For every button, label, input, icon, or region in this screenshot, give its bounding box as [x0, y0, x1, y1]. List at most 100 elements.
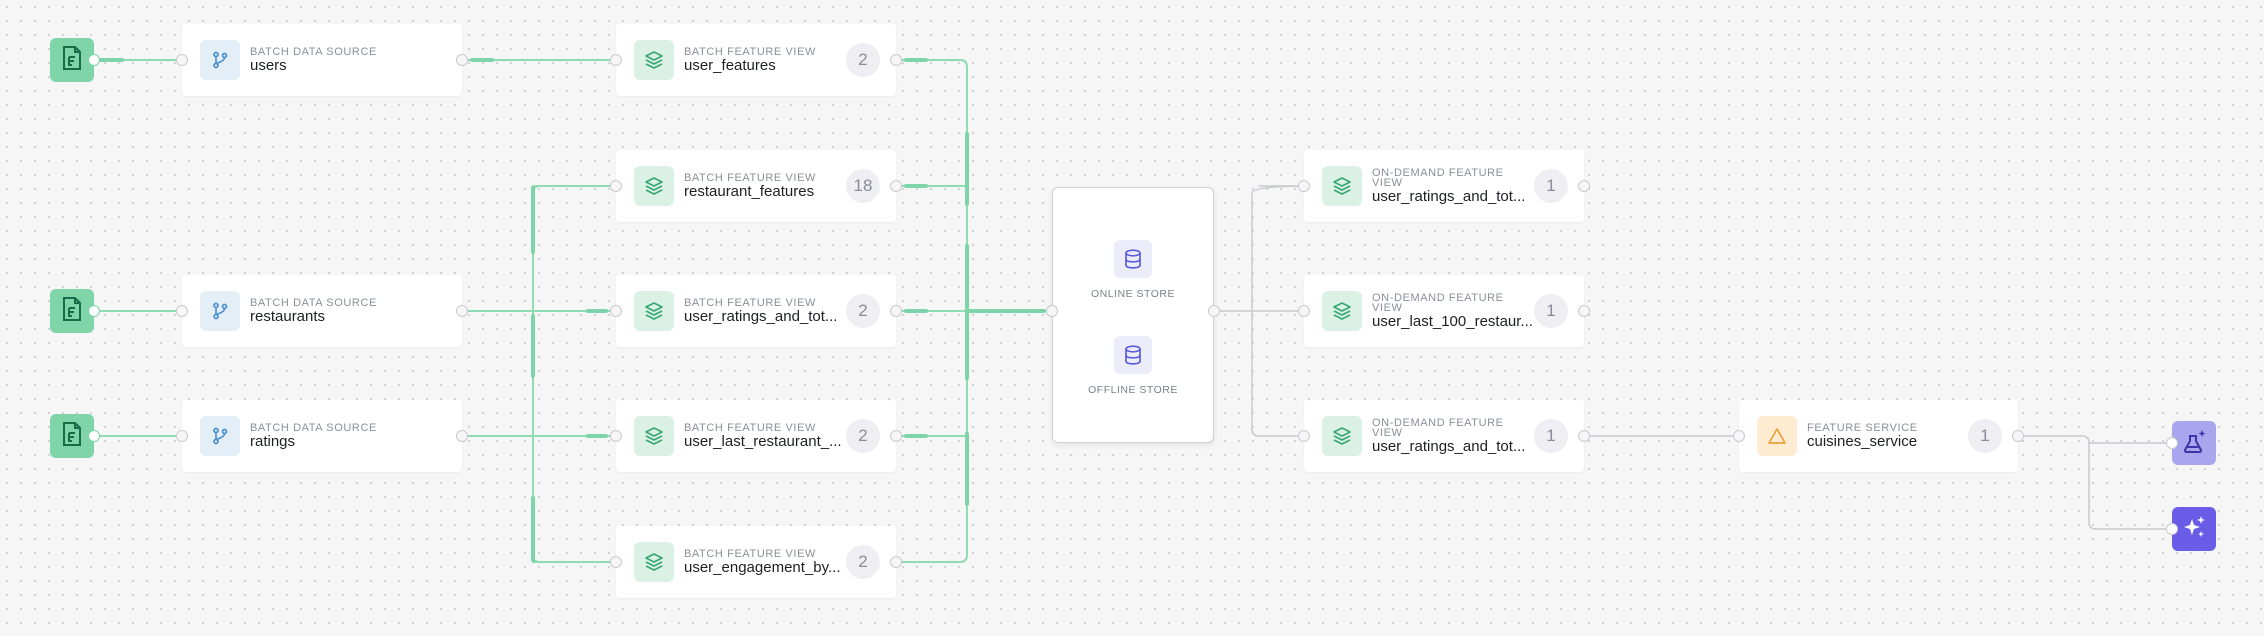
store-label: ONLINE STORE — [1091, 288, 1175, 300]
port — [1298, 180, 1310, 192]
layers-icon — [1322, 416, 1362, 456]
port — [1578, 305, 1590, 317]
on-demand-view-node[interactable]: ON-DEMAND FEATURE VIEW user_ratings_and_… — [1304, 150, 1584, 222]
port — [1578, 430, 1590, 442]
port — [1298, 305, 1310, 317]
feature-service-node[interactable]: FEATURE SERVICE cuisines_service 1 — [1739, 400, 2018, 472]
count-badge: 1 — [1534, 419, 1568, 453]
node-name: cuisines_service — [1807, 432, 1918, 450]
port — [890, 556, 902, 568]
node-name: user_ratings_and_tot... — [684, 307, 838, 325]
port — [890, 430, 902, 442]
node-name: restaurants — [250, 307, 326, 325]
port — [890, 54, 902, 66]
layers-icon — [634, 166, 674, 206]
count-badge: 1 — [1534, 169, 1568, 203]
node-kind: ON-DEMAND FEATURE VIEW — [1372, 166, 1504, 189]
edge — [2017, 435, 2173, 530]
node-name: user_last_restaurant_... — [684, 432, 842, 450]
node-kind: BATCH DATA SOURCE — [250, 296, 377, 309]
file-node[interactable] — [50, 289, 94, 333]
port — [1046, 305, 1058, 317]
port — [176, 54, 188, 66]
node-name: restaurant_features — [684, 182, 815, 200]
layers-icon — [634, 542, 674, 582]
feature-view-node[interactable]: BATCH FEATURE VIEW user_features 2 — [616, 24, 896, 96]
port — [88, 305, 100, 317]
node-kind: BATCH FEATURE VIEW — [684, 296, 817, 309]
port — [176, 305, 188, 317]
port — [88, 54, 100, 66]
database-icon — [1114, 240, 1152, 278]
data-source-node[interactable]: BATCH DATA SOURCE restaurants — [182, 275, 462, 347]
count-badge: 1 — [1534, 294, 1568, 328]
count-badge: 1 — [1968, 419, 2002, 453]
port — [610, 180, 622, 192]
port — [88, 430, 100, 442]
count-badge: 2 — [846, 294, 880, 328]
port — [610, 430, 622, 442]
file-icon — [60, 45, 84, 76]
port — [456, 305, 468, 317]
node-name: user_ratings_and_tot... — [1372, 437, 1526, 455]
port — [176, 430, 188, 442]
feature-view-node[interactable]: BATCH FEATURE VIEW user_engagement_by...… — [616, 526, 896, 598]
store-label: OFFLINE STORE — [1088, 384, 1178, 396]
port — [456, 54, 468, 66]
node-kind: BATCH DATA SOURCE — [250, 45, 377, 58]
file-icon — [60, 296, 84, 327]
port — [1578, 180, 1590, 192]
node-kind: BATCH FEATURE VIEW — [684, 421, 817, 434]
count-badge: 2 — [846, 419, 880, 453]
node-kind: FEATURE SERVICE — [1807, 421, 1918, 434]
online-store: ONLINE STORE — [1053, 240, 1213, 300]
feature-view-node[interactable]: BATCH FEATURE VIEW user_ratings_and_tot.… — [616, 275, 896, 347]
node-name: user_engagement_by... — [684, 558, 841, 576]
port — [2012, 430, 2024, 442]
file-icon — [60, 421, 84, 452]
node-name: ratings — [250, 432, 296, 450]
data-source-node[interactable]: BATCH DATA SOURCE ratings — [182, 400, 462, 472]
port — [610, 305, 622, 317]
layers-icon — [1322, 166, 1362, 206]
port — [610, 556, 622, 568]
edge — [1251, 185, 1311, 437]
feature-view-node[interactable]: BATCH FEATURE VIEW user_last_restaurant_… — [616, 400, 896, 472]
data-source-node[interactable]: BATCH DATA SOURCE users — [182, 24, 462, 96]
ai-node[interactable] — [2172, 507, 2216, 551]
port — [2166, 437, 2178, 449]
port — [1298, 430, 1310, 442]
port — [890, 180, 902, 192]
git-branch-icon — [200, 416, 240, 456]
offline-store: OFFLINE STORE — [1053, 336, 1213, 396]
feature-view-node[interactable]: BATCH FEATURE VIEW restaurant_features 1… — [616, 150, 896, 222]
sparkles-icon — [2180, 513, 2208, 546]
stores-node[interactable]: ONLINE STORE OFFLINE STORE — [1052, 187, 1214, 443]
database-icon — [1114, 336, 1152, 374]
node-name: users — [250, 56, 287, 74]
port — [456, 430, 468, 442]
layers-icon — [1322, 291, 1362, 331]
node-kind: BATCH DATA SOURCE — [250, 421, 377, 434]
node-name: user_features — [684, 56, 776, 74]
port — [1733, 430, 1745, 442]
node-kind: BATCH FEATURE VIEW — [684, 171, 817, 184]
port — [1208, 305, 1220, 317]
node-kind: BATCH FEATURE VIEW — [684, 45, 817, 58]
on-demand-view-node[interactable]: ON-DEMAND FEATURE VIEW user_last_100_res… — [1304, 275, 1584, 347]
warning-triangle-icon — [1757, 416, 1797, 456]
port — [2166, 523, 2178, 535]
node-name: user_last_100_restaur... — [1372, 312, 1533, 330]
on-demand-view-node[interactable]: ON-DEMAND FEATURE VIEW user_ratings_and_… — [1304, 400, 1584, 472]
git-branch-icon — [200, 40, 240, 80]
layers-icon — [634, 40, 674, 80]
node-kind: ON-DEMAND FEATURE VIEW — [1372, 416, 1504, 439]
file-node[interactable] — [50, 414, 94, 458]
node-kind: BATCH FEATURE VIEW — [684, 547, 817, 560]
file-node[interactable] — [50, 38, 94, 82]
flask-sparkle-icon — [2180, 427, 2208, 460]
count-badge: 18 — [846, 169, 880, 203]
experiment-node[interactable] — [2172, 421, 2216, 465]
